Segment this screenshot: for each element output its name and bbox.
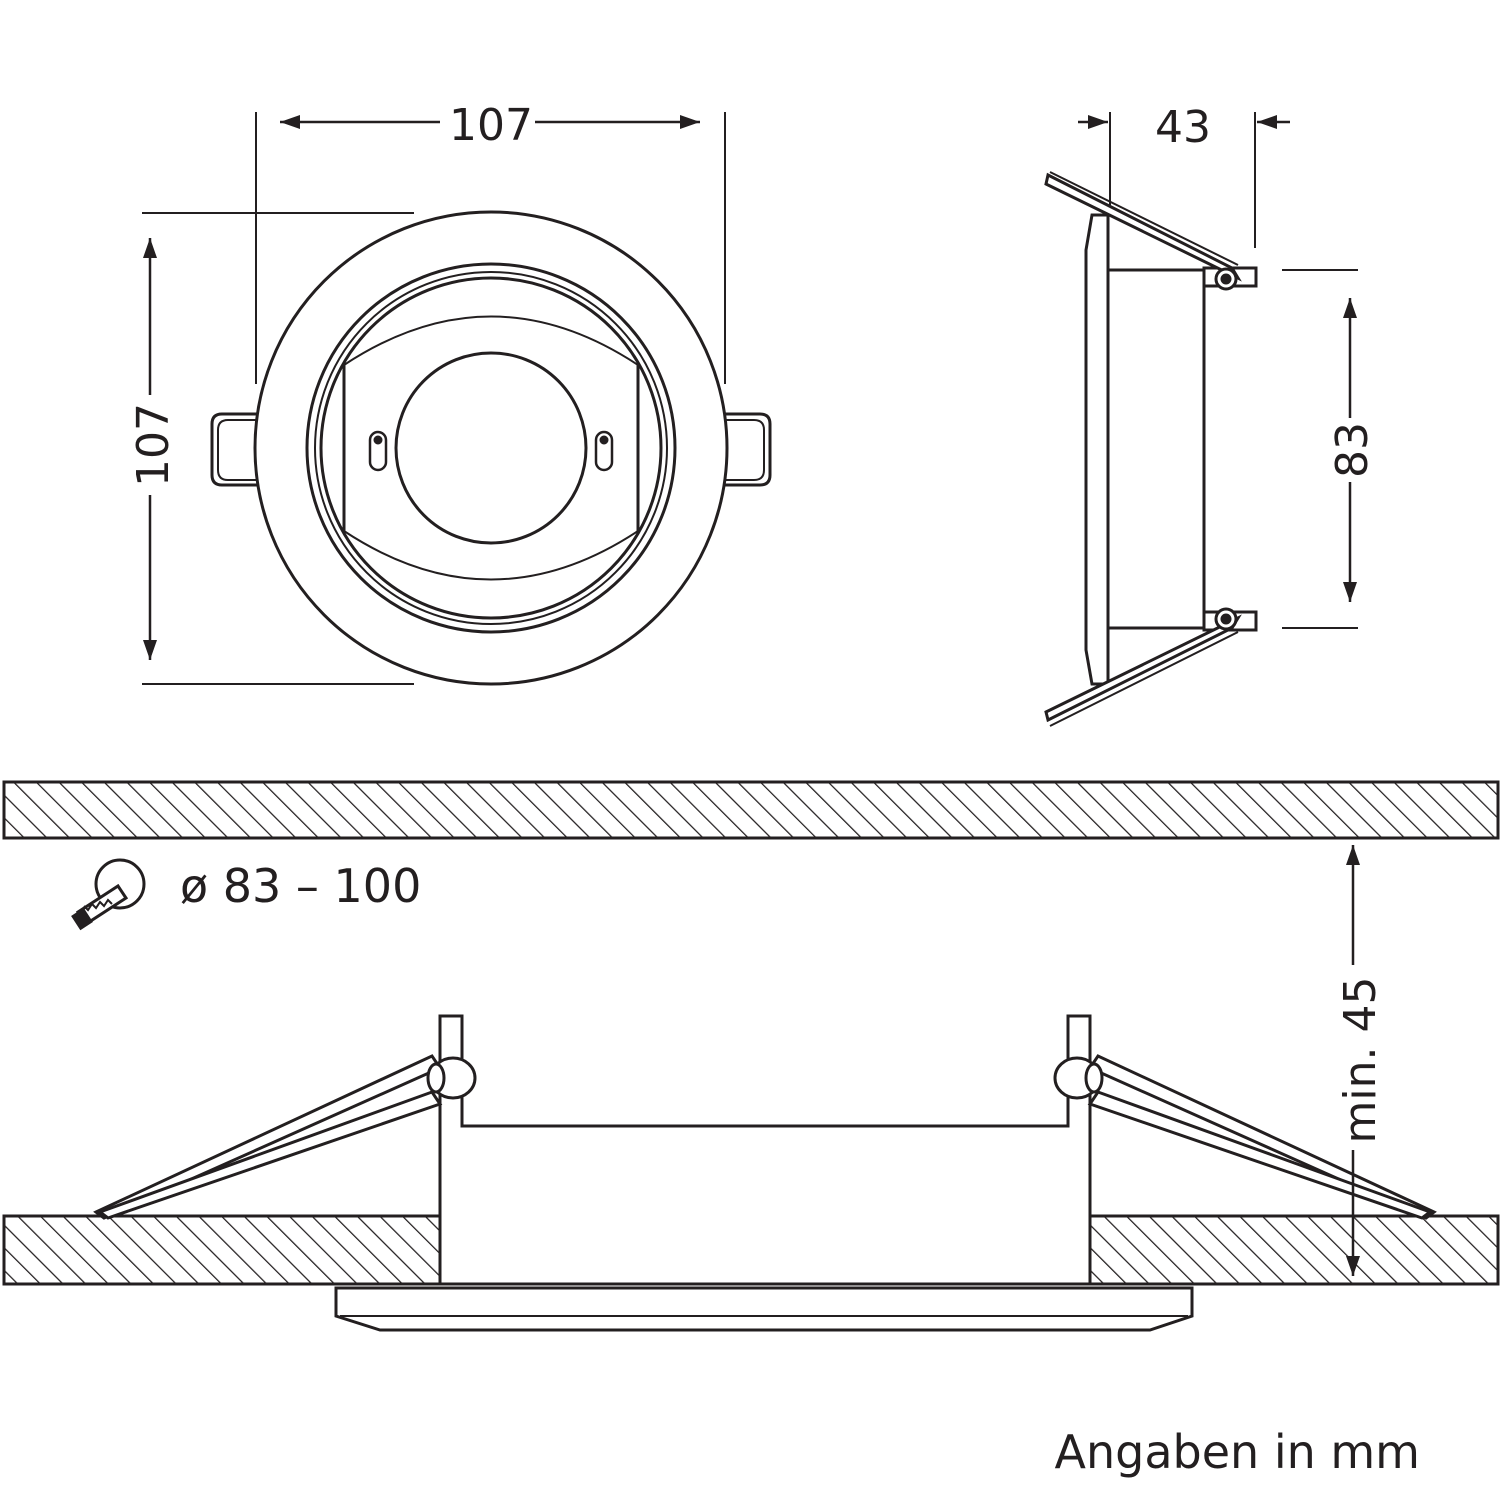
side-height-label: 83 bbox=[1327, 422, 1378, 478]
side-depth-label: 43 bbox=[1155, 102, 1211, 153]
min-gap-label: min. 45 bbox=[1335, 977, 1386, 1144]
upper-ceiling-slab bbox=[2, 780, 1500, 840]
top-height-label: 107 bbox=[128, 403, 179, 487]
cutout-diameter-label: ø 83 – 100 bbox=[180, 859, 421, 913]
units-note: Angaben in mm bbox=[1055, 1425, 1420, 1479]
top-view bbox=[142, 112, 772, 686]
hole-saw-icon bbox=[71, 858, 146, 931]
side-view bbox=[1044, 112, 1358, 727]
top-width-label: 107 bbox=[449, 100, 533, 151]
installed-luminaire bbox=[2, 1014, 1500, 1332]
